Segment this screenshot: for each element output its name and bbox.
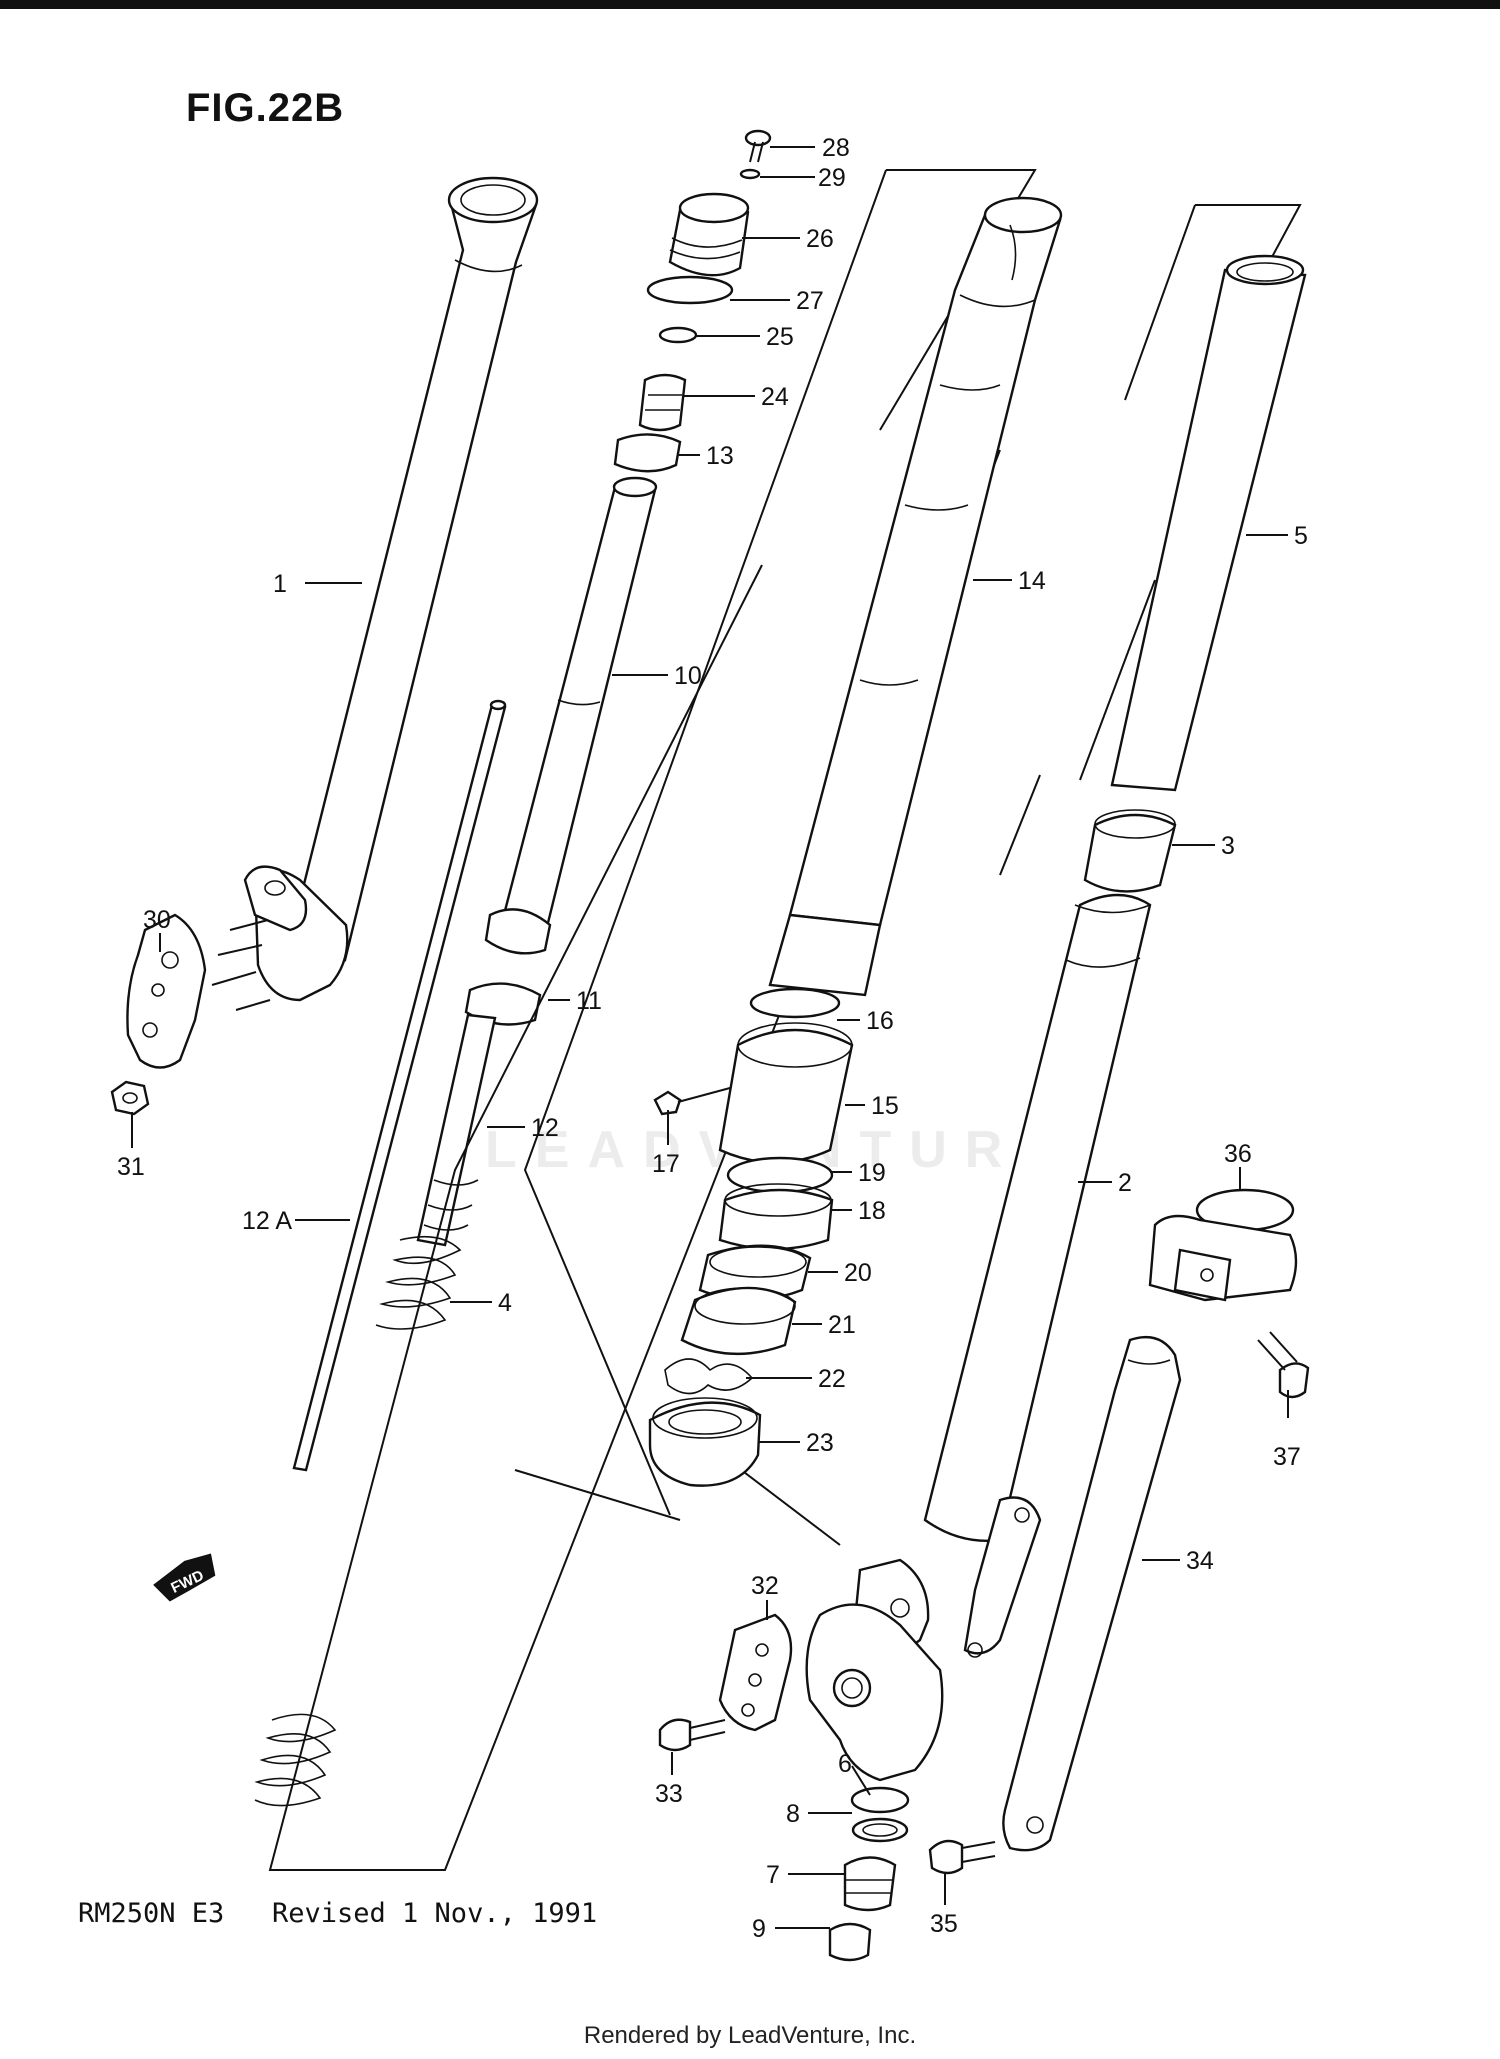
callout-23: 23 [806, 1429, 834, 1457]
stopper-ring-19 [726, 1156, 834, 1194]
plug-7 [843, 1856, 897, 1912]
callout-36: 36 [1224, 1140, 1252, 1168]
callout-4: 4 [498, 1289, 512, 1317]
callout-15: 15 [871, 1092, 899, 1120]
callout-37: 37 [1273, 1443, 1301, 1471]
bolt-17 [653, 1087, 731, 1116]
callout-19: 19 [858, 1159, 886, 1187]
adjuster-24 [638, 373, 687, 432]
callout-28: 28 [822, 134, 850, 162]
damper-rod-12 [416, 1013, 497, 1247]
callout-21: 21 [828, 1311, 856, 1339]
callout-29: 29 [818, 164, 846, 192]
callout-33: 33 [655, 1780, 683, 1808]
ring-11 [464, 908, 552, 1026]
fwd-arrow-icon [153, 1553, 216, 1602]
callout-20: 20 [844, 1259, 872, 1287]
revision-date: Revised 1 Nov., 1991 [272, 1898, 598, 1929]
callout-26: 26 [806, 225, 834, 253]
callout-11: 11 [576, 987, 602, 1015]
seal-15 [718, 1022, 854, 1164]
callout-32: 32 [751, 1572, 779, 1600]
cap-9 [828, 1922, 872, 1962]
oil-seal-21 [680, 1286, 797, 1356]
assembly-boundary-right [999, 204, 1302, 876]
callout-24: 24 [761, 383, 789, 411]
outer-tube-left [211, 176, 539, 1011]
callout-6: 6 [838, 1750, 852, 1778]
rendered-by-credit: Rendered by LeadVenture, Inc. [583, 2022, 917, 2049]
callout-30: 30 [143, 906, 171, 934]
stopper-ring-22 [664, 1358, 754, 1395]
callout-8: 8 [786, 1800, 800, 1828]
cap-bolt-26 [668, 192, 750, 277]
nut-31 [110, 1080, 150, 1116]
fork-guard-34 [1002, 1335, 1182, 1852]
callout-12: 12 [531, 1114, 559, 1142]
callout-2: 2 [1118, 1169, 1132, 1197]
oil-seal-16 [749, 987, 841, 1019]
callout-labels: 28 29 26 27 25 24 13 1 10 14 5 3 30 11 1… [117, 134, 1308, 1943]
callout-16: 16 [866, 1007, 894, 1035]
dust-seal-23 [648, 1397, 762, 1487]
callout-34: 34 [1186, 1547, 1214, 1575]
o-ring-25 [658, 326, 698, 344]
callout-25: 25 [766, 323, 794, 351]
callout-27: 27 [796, 287, 824, 315]
rod-12a [292, 699, 507, 1472]
top-border [0, 0, 1500, 9]
leader-lines [131, 146, 1289, 1929]
assembly-boundary-left [268, 169, 1037, 1871]
callout-14: 14 [1018, 567, 1046, 595]
callout-17: 17 [652, 1150, 680, 1178]
callout-35: 35 [930, 1910, 958, 1938]
callout-1: 1 [273, 570, 287, 598]
cylinder-10 [498, 476, 658, 937]
model-code: RM250N E3 [78, 1898, 225, 1929]
bolt-35 [928, 1839, 996, 1875]
callout-10: 10 [674, 662, 702, 690]
o-ring-29 [739, 168, 761, 180]
callout-22: 22 [818, 1365, 846, 1393]
o-ring-27 [646, 275, 734, 305]
gasket-8 [851, 1817, 909, 1843]
callout-3: 3 [1221, 832, 1235, 860]
callout-7: 7 [766, 1861, 780, 1889]
figure-title: FIG.22B [186, 86, 345, 130]
bolt-37 [1257, 1331, 1310, 1399]
spring-4 [375, 1235, 462, 1330]
slide-bush-3 [1083, 809, 1177, 893]
holder-32 [718, 1613, 793, 1732]
callout-12a: 12 A [242, 1207, 292, 1235]
axle-holder-left [126, 913, 207, 1069]
washer-6 [850, 1786, 910, 1814]
bolt-33 [658, 1718, 726, 1752]
callout-5: 5 [1294, 522, 1308, 550]
washer-18 [718, 1183, 834, 1251]
nut-13 [613, 433, 682, 473]
outer-tube-14 [768, 196, 1063, 997]
screw-28 [744, 129, 772, 163]
callout-9: 9 [752, 1915, 766, 1943]
clamp-36 [1148, 1188, 1298, 1302]
callout-13: 13 [706, 442, 734, 470]
callout-31: 31 [117, 1153, 145, 1181]
callout-18: 18 [858, 1197, 886, 1225]
inner-tube-5 [1110, 254, 1307, 792]
axle-bracket-lower [805, 1496, 1042, 1782]
lower-spring [254, 1713, 337, 1807]
